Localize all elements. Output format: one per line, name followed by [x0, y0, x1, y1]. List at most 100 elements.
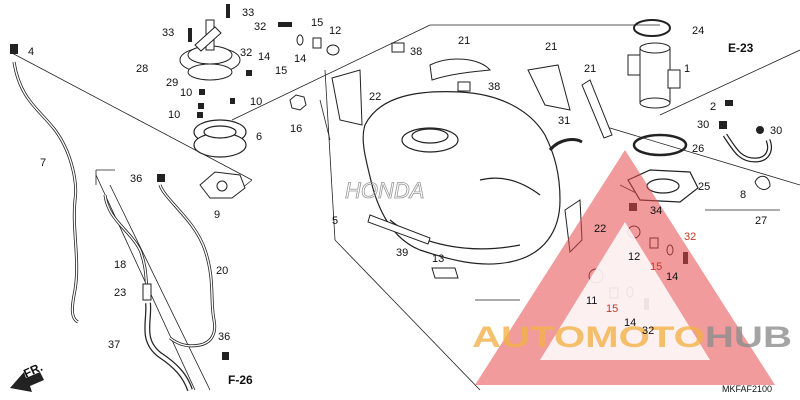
callout-32-bottom: 32	[642, 325, 654, 337]
fuel-cap-assembly	[179, 19, 241, 81]
callout-24: 24	[692, 25, 704, 37]
callout-13: 13	[432, 253, 444, 265]
clip-2	[725, 100, 733, 106]
callout-32-top-left: 32	[240, 47, 252, 59]
collar-15-top	[312, 37, 322, 49]
callout-8: 8	[740, 189, 746, 201]
cover-21-mid	[527, 64, 571, 111]
bolts-33	[188, 4, 230, 42]
washer-14-top	[296, 34, 304, 46]
callout-37: 37	[108, 339, 120, 351]
ref-f26: F-26	[228, 373, 253, 387]
callout-15-top: 15	[275, 65, 287, 77]
callout-14-lower: 14	[666, 271, 678, 283]
clip-38	[391, 42, 471, 92]
clip-36-upper	[157, 174, 165, 182]
callout-22-right: 22	[594, 223, 606, 235]
callout-4: 4	[28, 46, 34, 58]
callout-29: 29	[166, 77, 178, 89]
callout-30-right: 30	[770, 125, 782, 137]
cover-21-top	[429, 58, 491, 81]
fuel-tank	[362, 91, 561, 265]
callout-31: 31	[558, 115, 570, 127]
callout-10-a: 10	[180, 87, 192, 99]
callout-14-top: 14	[258, 51, 270, 63]
diagram-code: MKFAF2100	[722, 384, 772, 394]
nut-16	[289, 94, 307, 111]
callout-39: 39	[396, 247, 408, 259]
filler-ring-6	[193, 119, 247, 158]
hose-8-inner	[723, 134, 771, 162]
ref-e23: E-23	[728, 41, 754, 55]
callout-11: 11	[586, 295, 597, 307]
seal-26	[632, 133, 688, 157]
callout-20: 20	[216, 265, 228, 277]
callout-7: 7	[40, 157, 46, 169]
trim-31	[548, 138, 583, 152]
clip-36-lower	[222, 352, 229, 360]
cover-22-left	[331, 69, 363, 126]
callout-12-top: 12	[329, 25, 341, 37]
callout-36-upper: 36	[130, 173, 142, 185]
clip-4	[10, 44, 18, 54]
callout-14-upper: 14	[294, 53, 306, 65]
hose-8	[722, 133, 772, 163]
front-arrow	[10, 372, 44, 392]
drain-plate-9	[199, 171, 246, 199]
small-parts-10	[197, 70, 252, 118]
callout-15-bottom: 15	[606, 303, 618, 315]
callout-22-left: 22	[369, 91, 381, 103]
tube-18-inner	[104, 194, 149, 293]
tube-20	[158, 184, 217, 348]
callout-25: 25	[698, 181, 710, 193]
callout-21-mid: 21	[545, 41, 557, 53]
cover-21-right	[581, 79, 613, 139]
callout-6: 6	[256, 131, 262, 143]
watermark-hub: HUB	[705, 321, 792, 354]
callout-32-top: 32	[254, 21, 266, 33]
callout-5: 5	[332, 215, 338, 227]
callout-38-mid: 38	[488, 81, 500, 93]
callout-27: 27	[755, 215, 767, 227]
callout-23: 23	[114, 287, 126, 299]
callout-33-right: 33	[242, 7, 254, 19]
o-ring-24	[633, 19, 671, 37]
tube-18	[103, 194, 150, 293]
rubber-12-top	[326, 44, 340, 56]
brand-mark: HONDA	[345, 178, 424, 203]
callout-32-lower-right: 32	[684, 231, 696, 243]
callout-10-c: 10	[250, 96, 262, 108]
callout-34: 34	[650, 205, 662, 217]
clamp-30	[719, 121, 764, 134]
callout-14-bottom: 14	[624, 317, 636, 329]
callout-28: 28	[136, 63, 148, 75]
callout-21-top: 21	[458, 35, 470, 47]
trim-39	[367, 214, 431, 245]
callout-21-right: 21	[584, 63, 596, 75]
callout-15-upper: 15	[311, 17, 323, 29]
callout-18: 18	[114, 259, 126, 271]
tube-20-inner	[159, 184, 216, 347]
watermark-auto: AUTO	[472, 321, 585, 354]
callout-10-b: 10	[168, 109, 180, 121]
joint-23	[142, 283, 152, 301]
callout-26: 26	[692, 143, 704, 155]
watermark-triangle	[475, 150, 775, 385]
callout-12-lower: 12	[628, 251, 640, 263]
callout-36-lower: 36	[218, 331, 230, 343]
fuel-pump-1	[627, 42, 681, 109]
pad-13	[431, 267, 459, 279]
callout-9: 9	[214, 209, 220, 221]
callout-labels: 4 7 18 23 37 36 20 36 9 33 33 28 29 32 1…	[21, 7, 782, 394]
callout-16: 16	[290, 123, 302, 135]
tube-37-inner	[145, 302, 192, 391]
tube-7-inner	[13, 61, 79, 323]
callout-15-lower: 15	[650, 261, 662, 273]
callout-1: 1	[684, 63, 690, 75]
tube-7	[12, 61, 79, 324]
connector-27	[754, 175, 771, 190]
